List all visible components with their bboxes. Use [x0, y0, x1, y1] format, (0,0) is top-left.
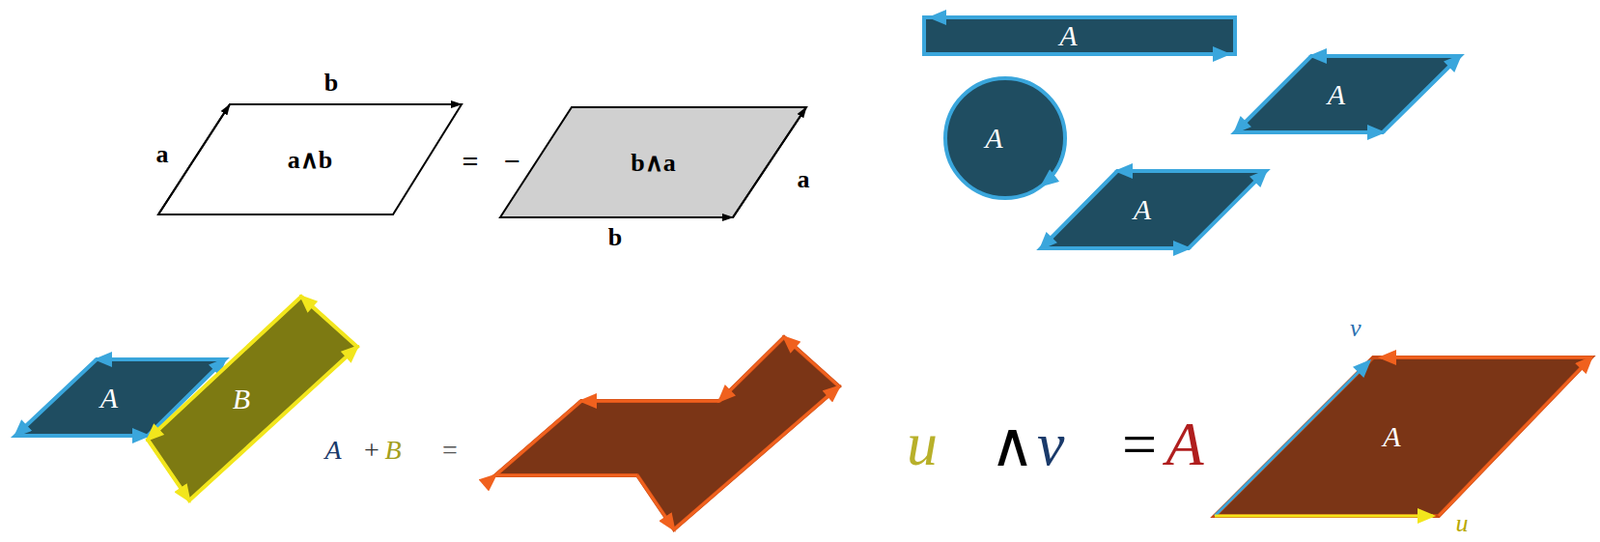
edge-arrow [719, 336, 785, 401]
bivector-parallelogram: b∧a [500, 107, 807, 218]
equals-sign: = [461, 144, 478, 178]
edge-arrow [500, 216, 733, 219]
equals-sign: = [1122, 408, 1157, 480]
edge-arrow [581, 399, 720, 403]
bivector-parallelogram: B⃗ [147, 296, 358, 501]
edge-arrow [1040, 170, 1118, 249]
parallelogram-shape [147, 296, 358, 501]
equation-term: A⃗ [1166, 408, 1253, 480]
edge-arrow [637, 475, 674, 530]
bivector-parallelogram: A⃗ [1235, 56, 1460, 133]
edge-arrow [15, 434, 148, 438]
node-label: A⃗ [1133, 193, 1175, 226]
parallelogram-shape [1235, 56, 1460, 133]
rotation-arrow [1042, 149, 1065, 185]
wedge-sign: ∧ [989, 408, 1036, 481]
vector-name: v⃗ [1349, 313, 1381, 343]
edge-arrow [229, 103, 462, 106]
edge-arrow [1438, 357, 1592, 516]
edge-arrow [930, 16, 1236, 20]
sum-shape [495, 336, 840, 530]
node-label: b∧a [630, 147, 675, 178]
node-label: A⃗ [1382, 420, 1424, 453]
bivector-parallelogram: a∧b [158, 104, 462, 215]
equation-term: v⃗ [1037, 408, 1113, 480]
node-label: A⃗ [1327, 78, 1369, 112]
edge-arrow [1214, 514, 1433, 518]
edge-arrow [1382, 56, 1460, 133]
parallelogram-shape [1040, 170, 1266, 249]
edge-arrow [301, 296, 358, 347]
edge-line [495, 474, 638, 478]
edge-arrow [924, 53, 1229, 57]
node-label: A⃗ [100, 381, 141, 415]
edge-arrow [147, 296, 302, 440]
edge-arrow [732, 107, 807, 218]
edge-arrow [673, 386, 840, 530]
node-label: a∧b [287, 144, 333, 175]
edge-arrow [1380, 356, 1592, 360]
node-label: A⃗ [1059, 19, 1100, 53]
node-label: B⃗ [232, 382, 274, 416]
vector-name: b [608, 223, 622, 253]
equals-sign: = [442, 434, 458, 466]
edge-arrow [158, 104, 230, 215]
edge-arrow [96, 358, 225, 362]
edge-arrow [1235, 131, 1383, 135]
edge-arrow [1235, 56, 1312, 133]
plus-sign: + [364, 434, 380, 466]
minus-sign: − [503, 144, 520, 178]
parallelogram-shape [1214, 357, 1592, 516]
node-label: A⃗ [984, 121, 1026, 155]
circle-shape [945, 78, 1066, 198]
edge-arrow [495, 400, 582, 476]
vector-name: u⃗ [1455, 508, 1488, 538]
parallelogram-shape [500, 107, 807, 218]
edge-arrow [15, 359, 97, 436]
edge-arrow [784, 336, 840, 387]
sum-term: A⃗ [325, 434, 364, 466]
bivector-parallelogram: A⃗ [1040, 170, 1266, 249]
sum-term: B⃗ [385, 434, 423, 466]
edge-arrow [1311, 55, 1460, 58]
vector-name: b [324, 68, 338, 98]
vector-name: a [156, 140, 169, 169]
bivector-circle: A⃗ [943, 76, 1067, 200]
edge-arrow [189, 346, 358, 501]
bivector-bar: A⃗ [924, 17, 1236, 55]
parallelogram-shape [924, 17, 1236, 55]
bivector-parallelogram: A⃗ [1214, 357, 1592, 516]
parallelogram-shape [158, 104, 462, 215]
edge-arrow [1188, 170, 1266, 249]
vector-name: a [797, 165, 811, 195]
edge-arrow [1117, 169, 1266, 173]
edge-arrow [1040, 247, 1189, 251]
edge-arrow [147, 439, 190, 501]
equation-term: u⃗ [906, 408, 986, 480]
